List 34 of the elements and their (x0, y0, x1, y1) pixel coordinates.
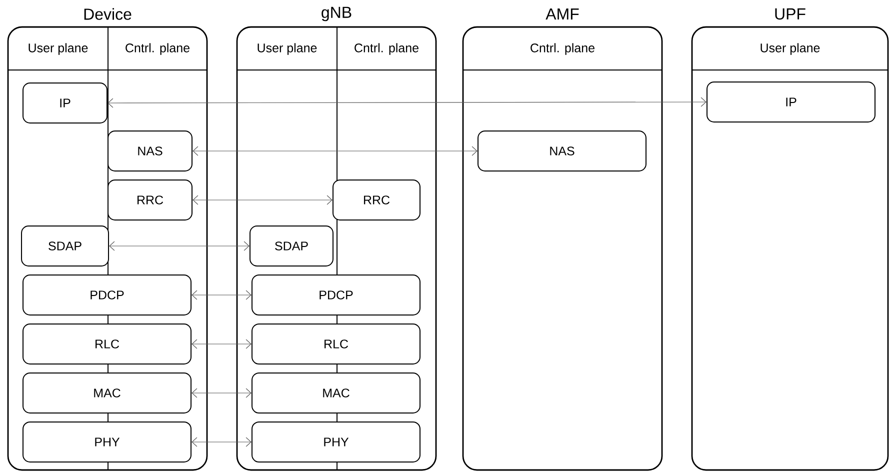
layer-box: PHY (252, 422, 420, 462)
arrow (192, 146, 478, 156)
layer-box: RLC (22, 324, 192, 364)
plane-header: User plane (760, 43, 820, 55)
layer-box: PDCP (252, 274, 420, 316)
arrow (109, 241, 250, 251)
plane-header: Cntrl. plane (354, 43, 418, 55)
layer-box: IP (706, 82, 876, 122)
layer-box: NAS (478, 130, 646, 172)
arrow (192, 339, 252, 349)
arrow (192, 195, 333, 205)
column-title: gNB (322, 6, 352, 22)
layer-box: RRC (108, 180, 192, 220)
column-title: Device (84, 8, 132, 20)
column-title: AMF (546, 8, 579, 20)
layer-box: IP (22, 82, 108, 124)
layer-box: MAC (22, 372, 192, 414)
plane-header: User plane (258, 43, 317, 55)
layer-box: PDCP (22, 274, 192, 316)
arrow (192, 437, 252, 447)
column-title: UPF (775, 8, 806, 20)
arrow (192, 388, 252, 398)
layer-box: NAS (108, 130, 192, 172)
plane-header: Cntrl. plane (126, 43, 190, 55)
layer-box: PHY (22, 422, 192, 462)
plane-header: Cntrl. plane (530, 43, 594, 55)
arrow (108, 97, 706, 108)
layer-box: SDAP (21, 226, 110, 266)
plane-header: User plane (28, 43, 88, 55)
layer-box: MAC (252, 372, 420, 414)
arrow (192, 290, 252, 300)
layer-box: SDAP (250, 226, 334, 266)
layer-box: RRC (332, 180, 420, 220)
layer-box: RLC (252, 324, 420, 364)
